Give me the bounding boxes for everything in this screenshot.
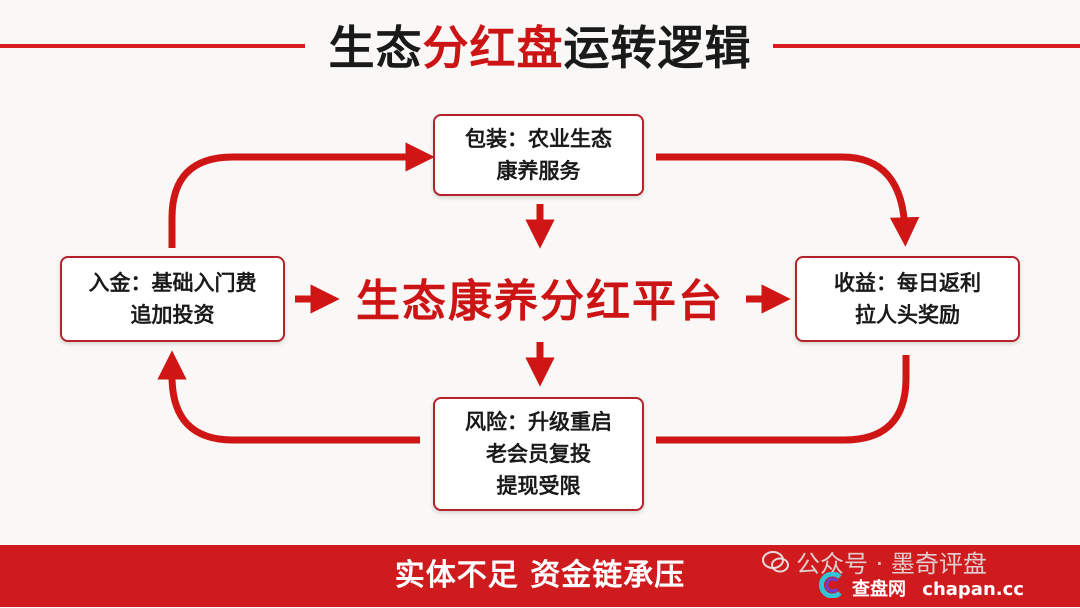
arrow-bottom-to-left bbox=[157, 350, 420, 444]
risk-line-2: 老会员复投 bbox=[486, 442, 591, 466]
deposit-line-1: 入金：基础入门费 bbox=[88, 271, 257, 295]
wechat-icon bbox=[762, 550, 790, 581]
site-name-en: chapan.cc bbox=[922, 579, 1024, 600]
income-box: 收益：每日返利 拉人头奖励 bbox=[795, 256, 1020, 342]
arrow-right-to-bottom bbox=[656, 355, 910, 444]
arrow-left-to-top bbox=[168, 142, 435, 248]
site-name-cn: 查盘网 bbox=[852, 579, 906, 600]
arrow-top-to-right bbox=[656, 153, 920, 247]
title-rule-right bbox=[773, 44, 1080, 48]
packaging-line-2: 康养服务 bbox=[496, 159, 581, 183]
title-part-1: 生态 bbox=[328, 21, 423, 75]
packaging-box: 包装：农业生态 康养服务 bbox=[433, 114, 644, 196]
title-rule-left bbox=[0, 44, 305, 48]
deposit-box: 入金：基础入门费 追加投资 bbox=[60, 256, 285, 342]
title-part-2: 分红盘 bbox=[422, 21, 564, 75]
center-platform-label: 生态康养分红平台 bbox=[356, 276, 724, 327]
risk-line-1: 风险：升级重启 bbox=[465, 410, 612, 434]
income-line-1: 收益：每日返利 bbox=[834, 271, 981, 295]
footer-banner: 实体不足 资金链承压 bbox=[0, 545, 1080, 607]
chapan-logo-icon bbox=[818, 571, 848, 608]
footer-text: 实体不足 资金链承压 bbox=[394, 558, 686, 593]
packaging-line-1: 包装：农业生态 bbox=[465, 127, 612, 151]
income-line-2: 拉人头奖励 bbox=[855, 303, 960, 327]
title-part-3: 运转逻辑 bbox=[563, 21, 752, 75]
risk-box: 风险：升级重启 老会员复投 提现受限 bbox=[433, 397, 644, 511]
site-watermark: 查盘网 chapan.cc bbox=[818, 571, 1024, 608]
page-title: 生态分红盘运转逻辑 bbox=[0, 18, 1080, 78]
deposit-line-2: 追加投资 bbox=[130, 303, 215, 327]
risk-line-3: 提现受限 bbox=[496, 474, 581, 498]
